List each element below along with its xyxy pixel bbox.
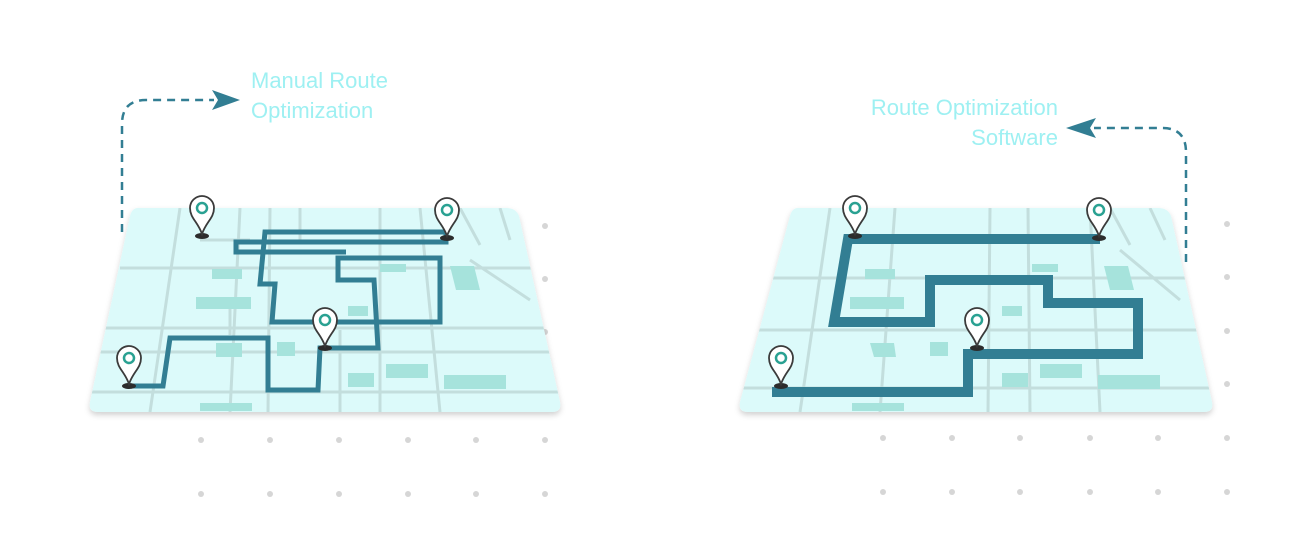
grid-dot	[1155, 489, 1161, 495]
grid-dot	[1087, 435, 1093, 441]
grid-dot	[542, 276, 548, 282]
label-line: Manual Route	[251, 66, 388, 96]
grid-dot	[198, 437, 204, 443]
grid-dot	[1224, 274, 1230, 280]
grid-dot	[267, 491, 273, 497]
grid-dot	[1017, 489, 1023, 495]
grid-dot	[1224, 435, 1230, 441]
grid-dot	[880, 489, 886, 495]
grid-dot	[198, 491, 204, 497]
grid-dot	[880, 435, 886, 441]
route-optimization-software-label: Route Optimization Software	[838, 93, 1058, 153]
grid-dot	[1224, 381, 1230, 387]
arrowhead-icon	[212, 90, 240, 110]
grid-dot	[1155, 435, 1161, 441]
grid-dot	[1224, 489, 1230, 495]
grid-dot	[949, 489, 955, 495]
grid-dot	[473, 437, 479, 443]
grid-dot	[1087, 489, 1093, 495]
grid-dot	[336, 491, 342, 497]
grid-dot	[542, 223, 548, 229]
manual-route-optimization-label: Manual Route Optimization	[251, 66, 388, 126]
label-line: Software	[838, 123, 1058, 153]
grid-dot	[1017, 435, 1023, 441]
grid-dot	[336, 437, 342, 443]
grid-dot	[1224, 328, 1230, 334]
grid-dot	[542, 491, 548, 497]
arrowhead-icon	[1066, 118, 1096, 138]
label-line: Route Optimization	[838, 93, 1058, 123]
grid-dot	[473, 491, 479, 497]
grid-dot	[1224, 221, 1230, 227]
grid-dot	[267, 437, 273, 443]
grid-dot	[405, 491, 411, 497]
label-line: Optimization	[251, 96, 388, 126]
grid-dot	[542, 437, 548, 443]
grid-dot	[405, 437, 411, 443]
grid-dot	[949, 435, 955, 441]
